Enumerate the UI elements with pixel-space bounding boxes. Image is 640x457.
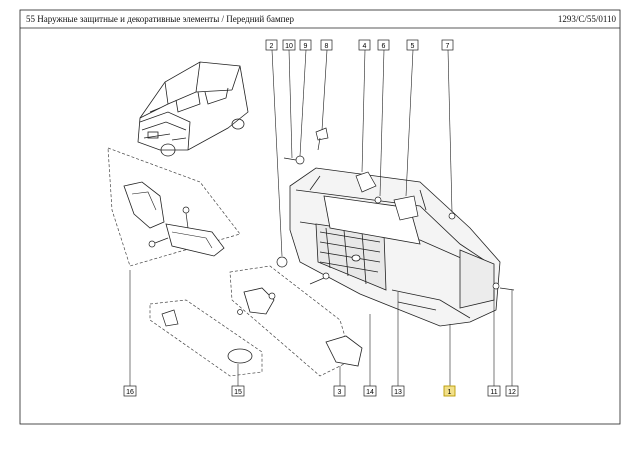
callout-label: 6	[382, 43, 386, 50]
callout-2[interactable]: 2	[265, 39, 278, 51]
callout-6[interactable]: 6	[377, 39, 390, 51]
repeater-group	[149, 299, 263, 377]
screw-14	[322, 272, 330, 280]
headlamp-unit	[165, 223, 225, 257]
callout-label: 7	[446, 43, 450, 50]
callout-label: 5	[411, 43, 415, 50]
callout-5[interactable]: 5	[406, 39, 419, 51]
callout-10[interactable]: 10	[282, 39, 296, 51]
leader-lines	[129, 49, 513, 386]
van-illustration	[137, 61, 249, 157]
callout-label: 15	[234, 389, 242, 396]
repeater-clip	[161, 309, 179, 327]
callout-label: 2	[270, 43, 274, 50]
front-bumper	[289, 167, 501, 327]
headlamp-group	[107, 147, 241, 267]
callout-9[interactable]: 9	[299, 39, 312, 51]
callout-11[interactable]: 11	[487, 385, 501, 397]
foglamp-group	[229, 265, 363, 377]
plug-2	[276, 256, 288, 268]
screw-6	[374, 196, 382, 204]
callout-3[interactable]: 3	[333, 385, 346, 397]
callout-label: 4	[363, 43, 367, 50]
callout-label: 8	[325, 43, 329, 50]
bracket-5	[393, 195, 419, 221]
outer-border	[19, 9, 621, 425]
callout-label: 12	[508, 389, 516, 396]
diagram-code: 1293/C/55/0110	[557, 14, 616, 24]
callout-8[interactable]: 8	[320, 39, 333, 51]
callout-label: 1	[448, 389, 452, 396]
callout-13[interactable]: 13	[391, 385, 405, 397]
headlamp-housing	[123, 181, 165, 229]
callout-1[interactable]: 1	[443, 385, 456, 397]
clip-8	[315, 127, 329, 141]
callout-label: 11	[490, 389, 497, 396]
callout-14[interactable]: 14	[363, 385, 377, 397]
foglamp	[325, 335, 363, 367]
callout-7[interactable]: 7	[441, 39, 454, 51]
nut-9	[295, 155, 305, 165]
foglamp-bracket	[243, 287, 275, 315]
fasteners	[276, 127, 515, 291]
screw-11	[492, 282, 500, 290]
callout-label: 14	[366, 389, 374, 396]
callout-12[interactable]: 12	[505, 385, 519, 397]
bracket-4	[355, 171, 377, 193]
callout-label: 16	[126, 389, 134, 396]
callout-4[interactable]: 4	[358, 39, 371, 51]
callout-16[interactable]: 16	[123, 385, 137, 397]
screw-7	[448, 212, 456, 220]
callout-label: 10	[285, 43, 293, 50]
callout-label: 9	[304, 43, 308, 50]
side-repeater	[227, 348, 253, 364]
section-title: 55 Наружные защитные и декоративные элем…	[26, 14, 294, 24]
callout-15[interactable]: 15	[231, 385, 245, 397]
callout-label: 13	[394, 389, 402, 396]
callout-label: 3	[338, 389, 342, 396]
